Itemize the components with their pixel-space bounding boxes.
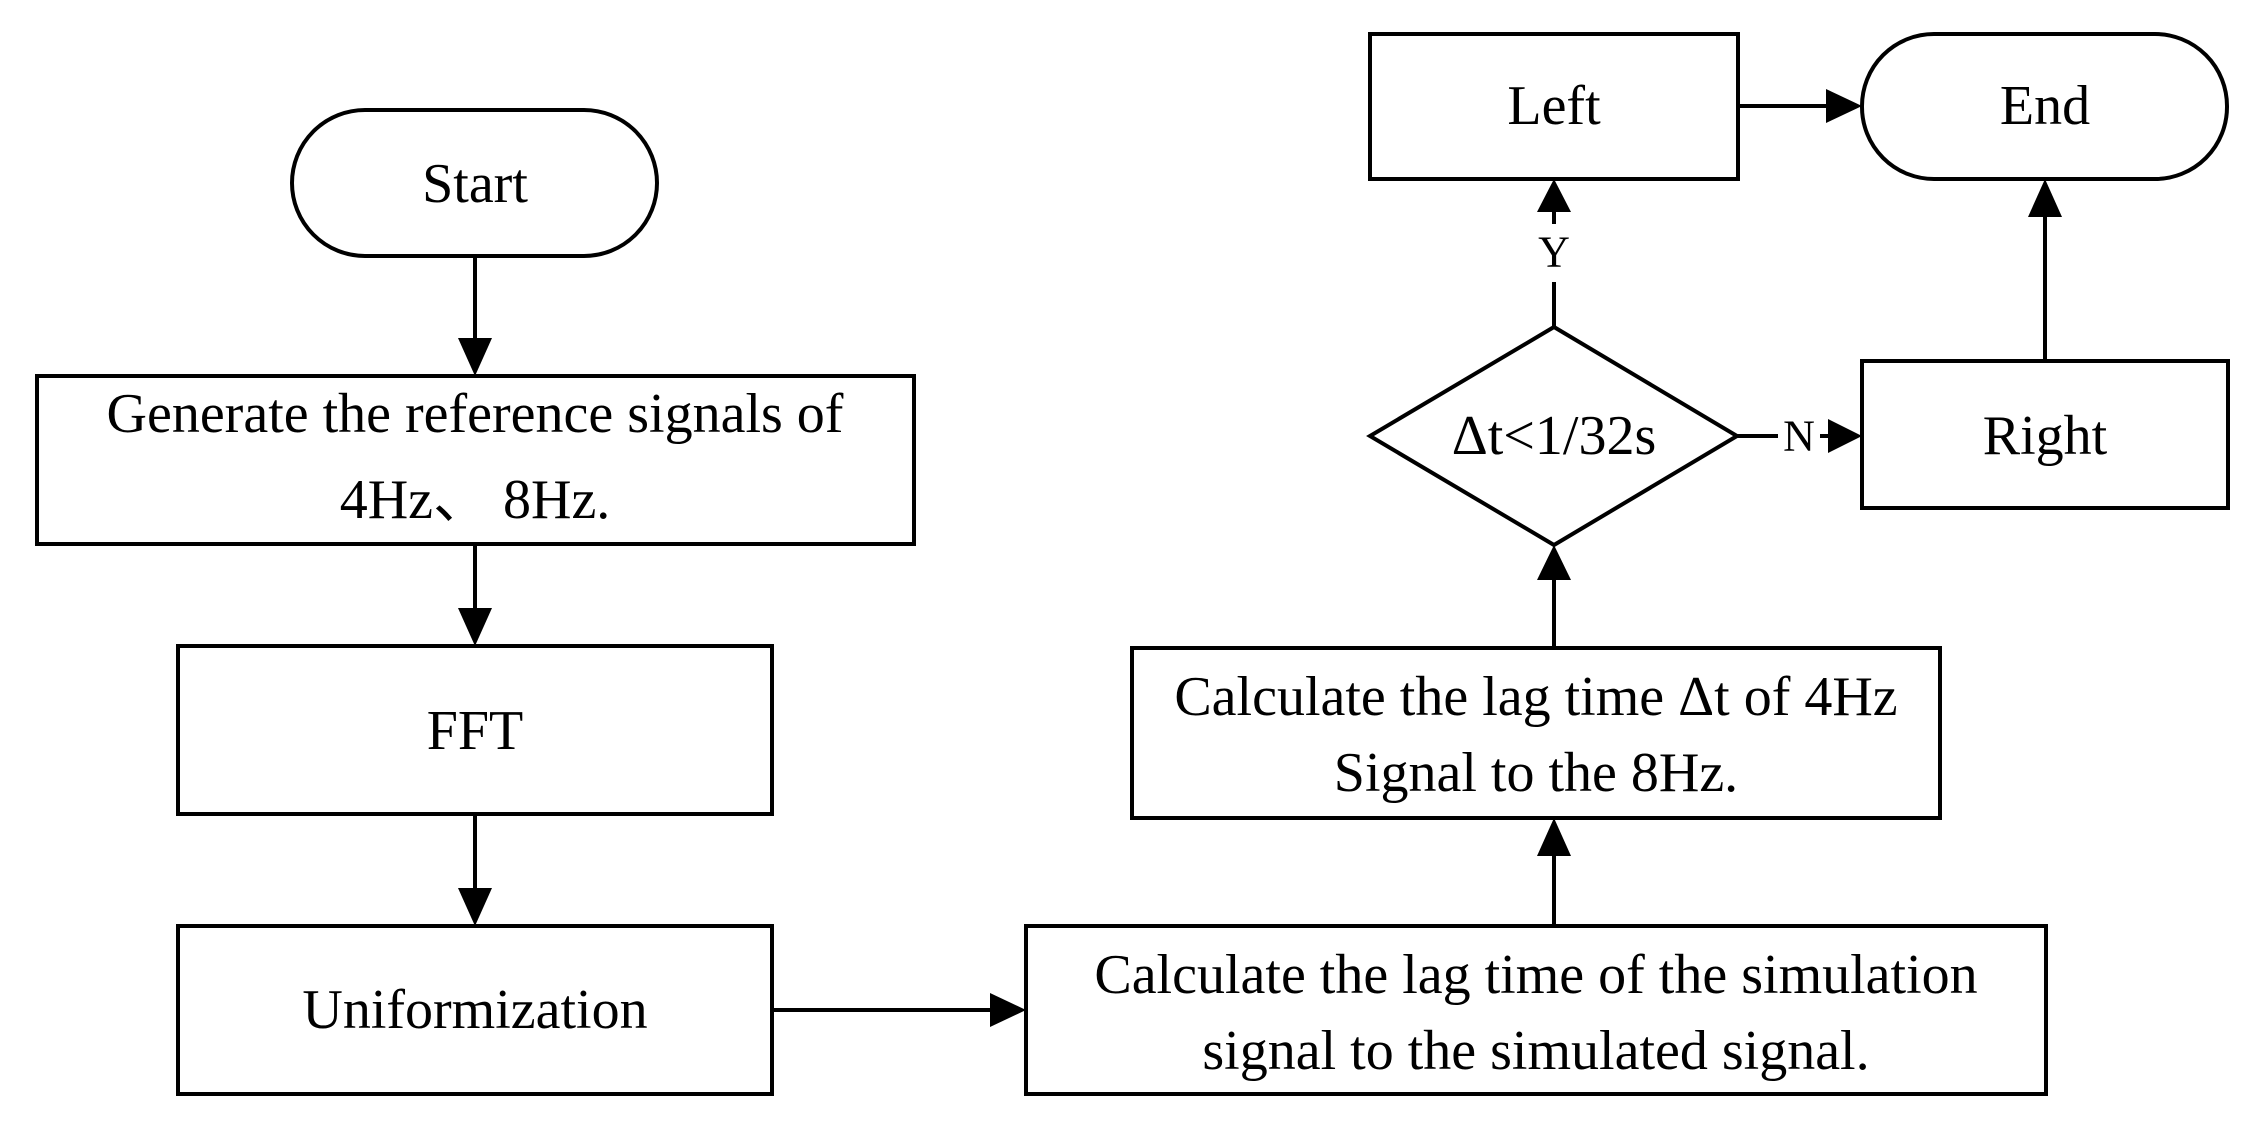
uniformization-shape — [176, 924, 774, 1096]
arrow-start-to-generate — [458, 256, 492, 376]
end-shape — [1860, 32, 2229, 181]
left-label: Left — [1507, 75, 1601, 137]
right-label: Right — [1983, 405, 2108, 467]
arrow-calc-simulation-to-calc-4hz — [1537, 818, 1571, 926]
arrow-uniformization-to-calc-simulation — [772, 993, 1026, 1027]
no-label: N — [1783, 412, 1815, 461]
calc-4hz-lag-shape — [1130, 646, 1942, 820]
calc-4hz-lag-line2: Signal to the 8Hz. — [1334, 742, 1738, 804]
end-node: End — [1860, 32, 2229, 181]
calc-4hz-lag-node: Calculate the lag time Δt of 4Hz Signal … — [1130, 646, 1942, 820]
arrow-left-to-end — [1738, 89, 1862, 123]
fft-node: FFT — [176, 644, 774, 816]
generate-signals-node: Generate the reference signals of 4Hz、 8… — [35, 374, 916, 546]
calc-simulation-lag-line1: Calculate the lag time of the simulation — [1094, 944, 1977, 1006]
uniformization-label: Uniformization — [302, 979, 647, 1041]
generate-signals-line1: Generate the reference signals of — [107, 383, 844, 445]
uniformization-node: Uniformization — [176, 924, 774, 1096]
generate-signals-shape — [35, 374, 916, 546]
start-node: Start — [290, 108, 659, 258]
arrow-generate-to-fft — [458, 544, 492, 646]
arrow-decision-to-right: N — [1737, 412, 1862, 461]
calc-simulation-lag-node: Calculate the lag time of the simulation… — [1024, 924, 2048, 1096]
arrow-right-to-end — [2028, 179, 2062, 361]
arrow-decision-to-left: Y — [1537, 179, 1571, 327]
end-label: End — [2000, 75, 2090, 137]
decision-node: Δt<1/32s — [1366, 324, 1741, 548]
right-node: Right — [1860, 359, 2230, 510]
generate-signals-line2: 4Hz、 8Hz. — [340, 469, 611, 531]
arrow-calc-4hz-to-decision — [1537, 545, 1571, 648]
start-label: Start — [422, 153, 528, 215]
calc-4hz-lag-line1: Calculate the lag time Δt of 4Hz — [1174, 666, 1897, 728]
left-node: Left — [1368, 32, 1740, 181]
calc-simulation-lag-line2: signal to the simulated signal. — [1202, 1020, 1869, 1082]
calc-simulation-lag-shape — [1024, 924, 2048, 1096]
yes-label: Y — [1538, 228, 1570, 277]
arrow-fft-to-uniformization — [458, 814, 492, 926]
fft-label: FFT — [427, 700, 524, 762]
decision-label: Δt<1/32s — [1452, 405, 1657, 467]
